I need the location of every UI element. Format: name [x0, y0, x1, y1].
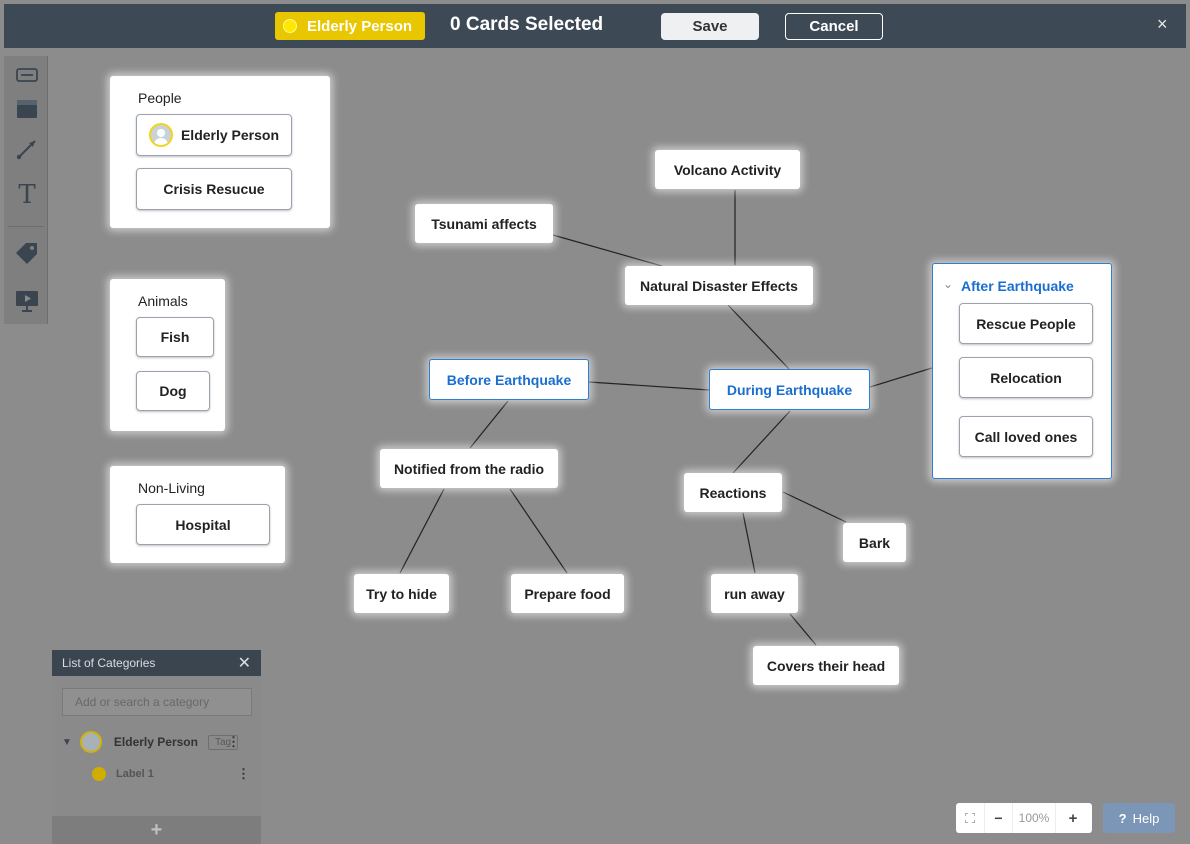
help-icon: ?	[1118, 810, 1127, 826]
zoom-controls: − 100% +	[956, 803, 1092, 833]
card-fish[interactable]: Fish	[136, 317, 214, 357]
node-bark[interactable]: Bark	[843, 523, 906, 562]
connector-line-icon[interactable]	[14, 136, 40, 162]
category-label: Elderly Person	[113, 735, 198, 749]
card-label: Relocation	[990, 369, 1062, 386]
card-label: Crisis Resucue	[163, 181, 265, 197]
category-child-label: Label 1	[116, 768, 154, 780]
label-color-dot	[92, 767, 106, 781]
category-child-item[interactable]: Label 1 ⋮	[92, 764, 252, 784]
card-icon[interactable]	[14, 96, 40, 122]
more-options-icon[interactable]: ⋮	[237, 766, 250, 781]
add-category-button[interactable]: +	[52, 816, 261, 844]
selected-count-label: 0 Cards Selected	[450, 14, 604, 35]
card-dog[interactable]: Dog	[136, 371, 210, 411]
fullscreen-icon[interactable]	[956, 803, 984, 833]
top-bar: Elderly Person 0 Cards Selected Save Can…	[4, 4, 1186, 48]
node-run-away[interactable]: run away	[711, 574, 798, 613]
card-label: Hospital	[175, 516, 231, 533]
svg-text:T: T	[18, 180, 36, 206]
save-button[interactable]: Save	[661, 13, 759, 40]
avatar-icon	[148, 123, 173, 147]
card-hospital[interactable]: Hospital	[136, 504, 270, 545]
close-icon[interactable]: ×	[1157, 14, 1168, 34]
card-label: Dog	[159, 383, 187, 399]
node-covers-their-head[interactable]: Covers their head	[753, 646, 899, 685]
group-title: After Earthquake	[961, 278, 1074, 294]
text-icon[interactable]: T	[14, 180, 40, 206]
node-prepare-food[interactable]: Prepare food	[511, 574, 624, 613]
card-call-loved-ones[interactable]: Call loved ones	[959, 416, 1093, 457]
card-elderly-person[interactable]: Elderly Person	[136, 114, 292, 156]
avatar-icon	[79, 731, 102, 753]
card-crisis-rescue[interactable]: Crisis Resucue	[136, 168, 292, 210]
group-title: Non-Living	[138, 480, 205, 496]
node-notified-from-radio[interactable]: Notified from the radio	[380, 449, 558, 488]
text-field-icon[interactable]	[14, 62, 40, 88]
node-before-earthquake[interactable]: Before Earthquake	[429, 359, 589, 400]
zoom-level-label: 100%	[1012, 803, 1056, 833]
help-button[interactable]: ? Help	[1103, 803, 1175, 833]
close-icon[interactable]: ✕	[237, 655, 251, 672]
group-people[interactable]: People Elderly Person Crisis Resucue	[110, 76, 330, 228]
tag-color-dot	[283, 19, 297, 33]
group-non-living[interactable]: Non-Living Hospital	[110, 466, 285, 563]
expand-triangle-icon[interactable]: ▼	[62, 736, 72, 748]
category-item[interactable]: ▼ Elderly Person Tag ⋮	[62, 730, 252, 754]
active-tag-label: Elderly Person	[307, 17, 413, 35]
card-label: Rescue People	[976, 315, 1076, 332]
node-tsunami-affects[interactable]: Tsunami affects	[415, 204, 553, 243]
cancel-button[interactable]: Cancel	[785, 13, 883, 40]
node-reactions[interactable]: Reactions	[684, 473, 782, 512]
group-title: People	[138, 90, 182, 106]
tag-icon[interactable]	[14, 240, 40, 266]
card-label: Fish	[160, 329, 190, 345]
more-options-icon[interactable]: ⋮	[227, 734, 240, 749]
card-rescue-people[interactable]: Rescue People	[959, 303, 1093, 344]
categories-panel-title: List of Categories	[62, 656, 156, 670]
categories-panel: List of Categories ✕ ▼ Elderly Person Ta…	[52, 650, 261, 844]
presentation-icon[interactable]	[14, 288, 40, 314]
group-after-earthquake[interactable]: ⌄ After Earthquake Rescue People Relocat…	[932, 263, 1112, 479]
node-try-to-hide[interactable]: Try to hide	[354, 574, 449, 613]
card-label: Elderly Person	[180, 127, 280, 143]
card-relocation[interactable]: Relocation	[959, 357, 1093, 398]
zoom-out-button[interactable]: −	[984, 803, 1012, 833]
node-during-earthquake[interactable]: During Earthquake	[709, 369, 870, 410]
group-animals[interactable]: Animals Fish Dog	[110, 279, 225, 431]
category-tag-badge[interactable]: Tag	[207, 734, 239, 750]
category-search-input[interactable]	[62, 688, 252, 716]
card-label: Call loved ones	[974, 428, 1078, 445]
group-title: Animals	[138, 293, 188, 309]
node-volcano-activity[interactable]: Volcano Activity	[655, 150, 800, 189]
collapse-chevron-icon[interactable]: ⌄	[943, 277, 954, 291]
toolbar-divider	[8, 226, 44, 227]
node-natural-disaster-effects[interactable]: Natural Disaster Effects	[625, 266, 813, 305]
zoom-in-button[interactable]: +	[1068, 809, 1078, 827]
active-tag-pill[interactable]: Elderly Person	[275, 12, 425, 40]
help-label: Help	[1132, 810, 1160, 826]
left-toolbar: T	[4, 56, 48, 324]
categories-panel-header: List of Categories ✕	[52, 650, 261, 676]
